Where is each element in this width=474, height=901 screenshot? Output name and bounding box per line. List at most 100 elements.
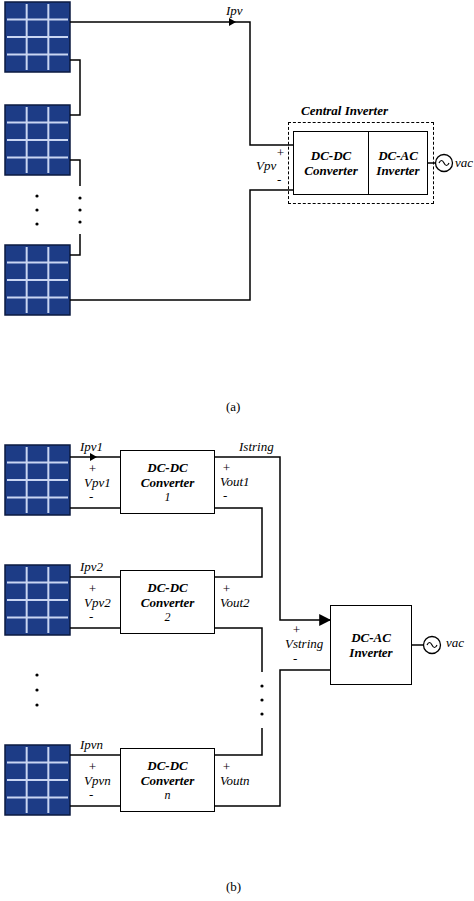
solar-panel [5, 745, 70, 815]
converter-box: DC-DC Converter [293, 131, 369, 195]
wire [70, 234, 80, 255]
wire-connector [215, 670, 330, 806]
box-index: 1 [165, 490, 171, 505]
signal-label: Ipv2 [80, 560, 103, 574]
converter-box: DC-DC Converter1 [120, 450, 215, 514]
ac-tilde [427, 643, 437, 648]
ellipsis-dot [35, 222, 38, 225]
signal-label: - [89, 490, 93, 504]
signal-label: vac [455, 156, 473, 170]
solar-panel [5, 565, 70, 635]
signal-label: + [222, 582, 231, 596]
cell-line [7, 157, 68, 159]
cell-line [7, 297, 68, 299]
panel-frame [5, 445, 70, 515]
ellipsis-dot [35, 208, 38, 211]
current-arrow [90, 453, 97, 461]
panel-frame [5, 245, 70, 315]
cell-line [7, 279, 68, 281]
wire [70, 754, 120, 756]
signal-label: - [223, 489, 227, 503]
signal-label: vac [446, 636, 464, 650]
ellipsis-dot [260, 712, 263, 715]
ellipsis-dot [260, 684, 263, 687]
signal-label: + [88, 582, 97, 596]
cell-line [7, 262, 68, 264]
panel-frame [5, 105, 70, 175]
wire [70, 60, 80, 115]
cell-line [7, 582, 68, 584]
ellipsis-dot [260, 698, 263, 701]
wire [70, 627, 120, 629]
ellipsis-dot [35, 703, 38, 706]
signal-label: + [88, 760, 97, 774]
converter-box: DC-DC Converter2 [120, 570, 215, 634]
signal-label: - [277, 173, 281, 187]
group-heading: Central Inverter [301, 103, 388, 118]
figure-caption: (b) [226, 880, 241, 894]
cell-line [7, 779, 68, 781]
signal-label: Vout1 [220, 475, 250, 489]
wire [70, 190, 293, 300]
ac-source [424, 637, 441, 654]
inverter-box: DC-AC Inverter [368, 131, 428, 195]
signal-label: - [89, 610, 93, 624]
box-label: DC-DC Converter [124, 580, 211, 610]
signal-label: + [276, 146, 285, 160]
wire [70, 160, 80, 186]
wire-connector [215, 628, 262, 755]
wire [70, 576, 120, 578]
signal-label: + [292, 623, 301, 637]
signal-label: Ipvn [80, 738, 103, 752]
wire [428, 162, 436, 164]
ac-tilde [439, 161, 449, 166]
signal-label: Vpv [256, 159, 276, 173]
solar-panel [5, 245, 70, 315]
signal-label: Voutn [220, 774, 250, 788]
cell-line [7, 122, 68, 124]
box-label: DC-DC Converter [297, 148, 365, 178]
signal-label: - [293, 652, 297, 666]
ac-source [436, 155, 453, 172]
box-label: DC-DC Converter [124, 758, 211, 788]
signal-label: Vout2 [220, 596, 250, 610]
cell-line [7, 599, 68, 601]
inverter-box: DC-AC Inverter [330, 605, 412, 685]
signal-label: Vpvn [84, 774, 111, 788]
ellipsis-dot [78, 196, 81, 199]
cell-line [7, 497, 68, 499]
ellipsis-dot [35, 688, 38, 691]
current-label: Istring [238, 440, 275, 454]
ellipsis-dot [35, 673, 38, 676]
solar-panel [5, 105, 70, 175]
wire-connector [215, 457, 330, 620]
box-label: DC-DC Converter [124, 460, 211, 490]
wire [412, 644, 423, 646]
cell-line [7, 762, 68, 764]
ellipsis-dot [78, 208, 81, 211]
signal-label: Vpv2 [84, 596, 111, 610]
wire [70, 507, 120, 509]
panel-frame [5, 2, 70, 72]
solar-panel [5, 2, 70, 72]
signal-label: + [222, 760, 231, 774]
cell-line [7, 54, 68, 56]
ellipsis-dot [35, 194, 38, 197]
current-arrow [229, 18, 236, 26]
signal-label: + [88, 462, 97, 476]
box-label: DC-AC Inverter [372, 148, 424, 178]
cell-line [7, 139, 68, 141]
cell-line [7, 36, 68, 38]
signal-label: - [89, 788, 93, 802]
cell-line [7, 797, 68, 799]
cell-line [7, 617, 68, 619]
signal-label: + [222, 461, 231, 475]
ellipsis-dot [78, 220, 81, 223]
wire [70, 805, 120, 807]
box-index: 2 [165, 610, 171, 625]
cell-line [7, 462, 68, 464]
cell-line [7, 19, 68, 21]
signal-label: Ipv [226, 4, 243, 18]
signal-label: Ipv1 [80, 440, 103, 454]
box-index: n [165, 788, 171, 803]
